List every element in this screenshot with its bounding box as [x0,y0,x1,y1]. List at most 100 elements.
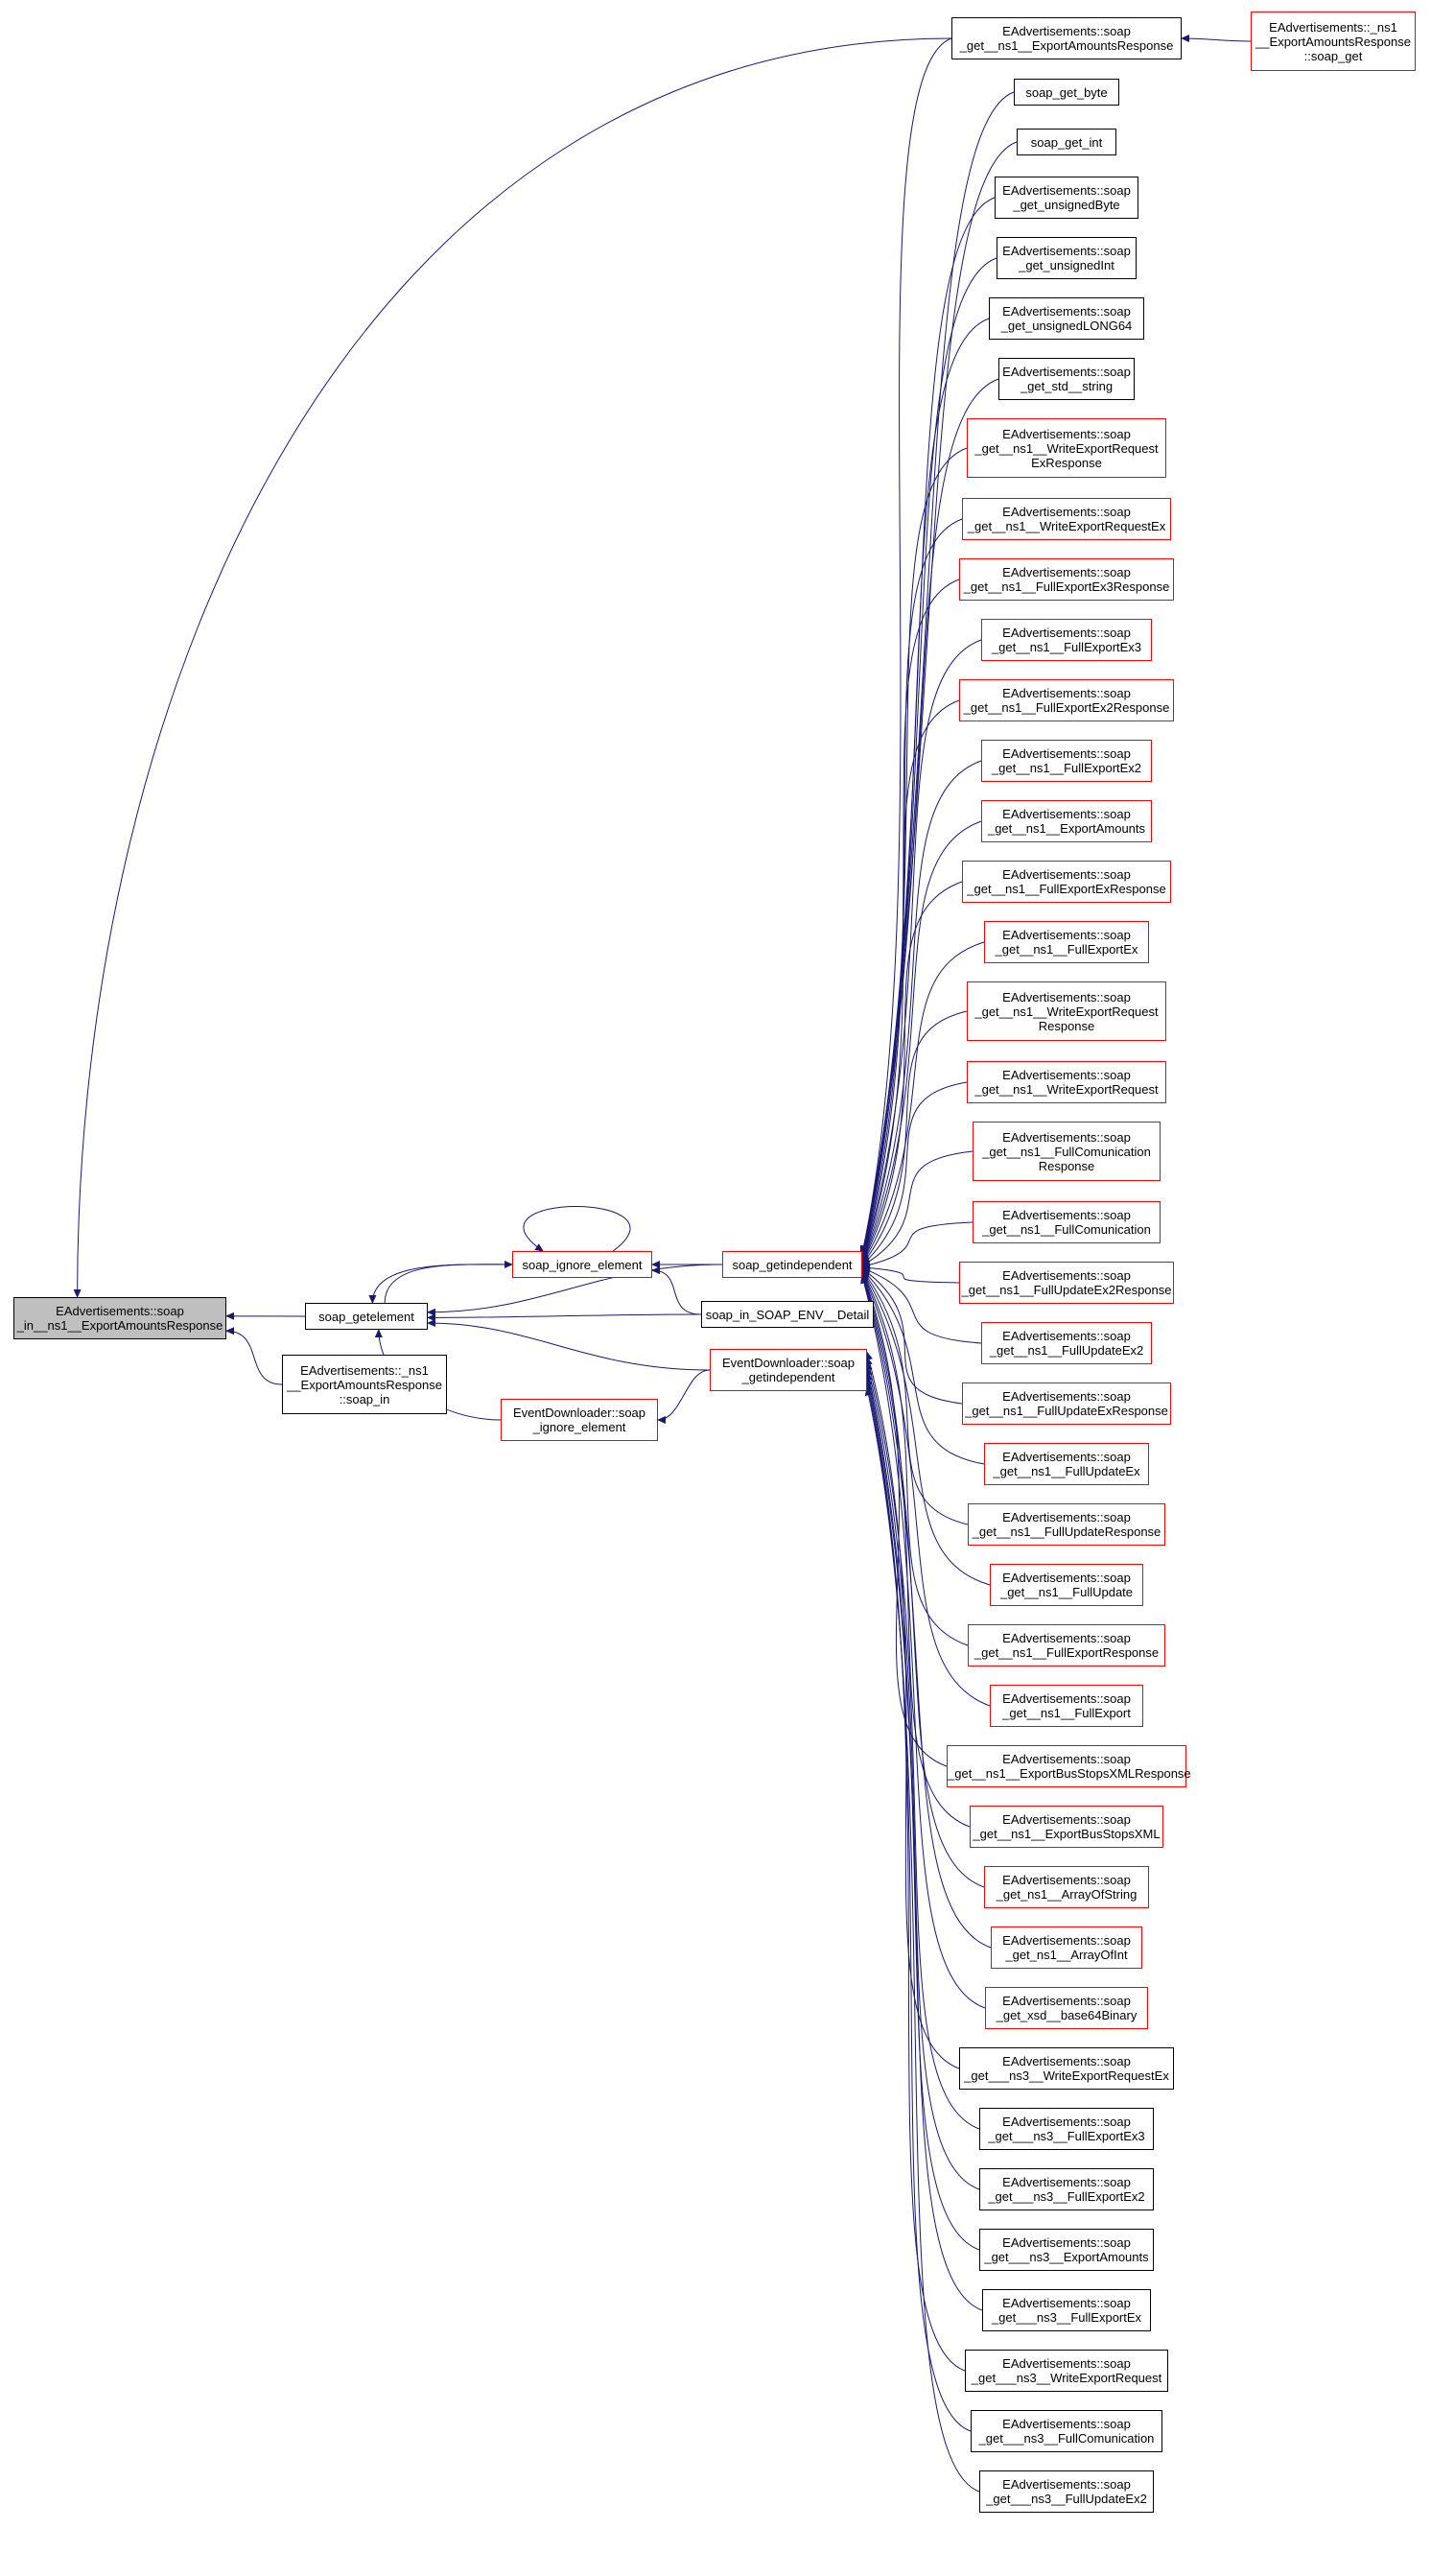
graph-node-label: EAdvertisements::soap _get__ns1__FullUpd… [999,1571,1134,1599]
graph-node-soap-get-int[interactable]: soap_get_int [1017,129,1116,155]
graph-node-get-ns3-fullupdateex2[interactable]: EAdvertisements::soap _get___ns3__FullUp… [979,2470,1154,2513]
graph-node-label: EAdvertisements::soap _get_unsignedByte [1002,183,1131,212]
graph-node-label: EAdvertisements::soap _get_xsd__base64Bi… [996,1994,1138,2022]
graph-node-get-ns1-fullupdate[interactable]: EAdvertisements::soap _get__ns1__FullUpd… [990,1564,1143,1606]
graph-node-get-ns1-exportamountsresponse[interactable]: EAdvertisements::soap _get__ns1__ExportA… [951,17,1182,59]
graph-node-label: EAdvertisements::soap _get__ns1__FullExp… [963,686,1170,715]
graph-node-get-ns1-writeexportrequestex[interactable]: EAdvertisements::soap _get__ns1__WriteEx… [962,498,1171,540]
graph-node-get-ns1-arrayofstring[interactable]: EAdvertisements::soap _get_ns1__ArrayOfS… [984,1866,1149,1908]
graph-node-label: EAdvertisements::soap _get__ns1__FullExp… [1002,1691,1131,1720]
graph-node-label: EAdvertisements::soap _get__ns1__WriteEx… [974,989,1159,1033]
call-edge-get-ns1-fullupdateex--soap-getindependent [861,1268,985,1465]
graph-node-get-ns1-fullupdateexresponse[interactable]: EAdvertisements::soap _get__ns1__FullUpd… [962,1383,1171,1425]
graph-node-get-ns1-fullupdateresponse[interactable]: EAdvertisements::soap _get__ns1__FullUpd… [968,1503,1165,1546]
graph-node-get-ns1-exportbusstopsxml[interactable]: EAdvertisements::soap _get__ns1__ExportB… [970,1806,1163,1848]
call-edge-get-unsignedint--soap-getindependent [859,257,997,1258]
graph-node-soap-getindependent[interactable]: soap_getindependent [722,1251,862,1278]
graph-node-get-ns3-fullexportex3[interactable]: EAdvertisements::soap _get___ns3__FullEx… [979,2108,1154,2150]
graph-node-get-std-string[interactable]: EAdvertisements::soap _get_std__string [998,358,1135,400]
call-edge-eventdownloader-soap-getindependent--soap-getelement [427,1319,711,1371]
graph-node-get-ns1-fullupdateex2[interactable]: EAdvertisements::soap _get__ns1__FullUpd… [981,1322,1152,1364]
graph-node-label: soap_getindependent [732,1257,853,1272]
call-edge-get-ns1-fullexportex2response--soap-getindependent [860,699,960,1263]
graph-node-label: EAdvertisements::soap _get__ns1__FullUpd… [961,1268,1172,1297]
graph-node-label: EAdvertisements::soap _get_std__string [1002,365,1131,393]
graph-node-get-ns1-fullexportex3[interactable]: EAdvertisements::soap _get__ns1__FullExp… [981,619,1152,661]
graph-node-exportamountsresponse-soap-in[interactable]: EAdvertisements::_ns1 __ExportAmountsRes… [282,1355,447,1414]
call-edge-get-ns3-fullexportex2--eventdownloader-soap-getindependent [864,1361,980,2190]
call-edge-get-ns1-fullupdate--soap-getindependent [861,1269,991,1586]
call-edge-soap-ignore-element--soap-ignore-element [523,1206,631,1252]
graph-node-soap-in-ns1-exportamountsresponse: EAdvertisements::soap _in__ns1__ExportAm… [13,1297,226,1339]
graph-node-label: EAdvertisements::soap _get__ns1__FullUpd… [993,1450,1140,1478]
graph-node-get-ns3-fullexportex[interactable]: EAdvertisements::soap _get___ns3__FullEx… [982,2289,1151,2331]
call-edge-get-ns3-fullupdateex2--eventdownloader-soap-getindependent [864,1386,980,2493]
graph-node-label: EAdvertisements::soap _get__ns1__FullExp… [991,626,1142,654]
graph-node-get-ns3-writeexportrequest[interactable]: EAdvertisements::soap _get___ns3__WriteE… [965,2350,1168,2392]
graph-node-get-ns1-arrayofint[interactable]: EAdvertisements::soap _get_ns1__ArrayOfI… [991,1926,1142,1969]
call-edge-get-ns1-fullexportex--soap-getindependent [861,941,985,1265]
graph-node-label: EAdvertisements::_ns1 __ExportAmountsRes… [1255,19,1411,63]
graph-node-get-ns1-writeexportrequestexresponse[interactable]: EAdvertisements::soap _get__ns1__WriteEx… [967,418,1166,478]
graph-node-get-ns1-writeexportrequest[interactable]: EAdvertisements::soap _get__ns1__WriteEx… [967,1061,1166,1103]
graph-node-get-ns1-fullcomunicationresponse[interactable]: EAdvertisements::soap _get__ns1__FullCom… [973,1122,1161,1181]
graph-node-eventdownloader-soap-getindependent[interactable]: EventDownloader::soap _getindependent [710,1349,867,1391]
graph-node-soap-get-byte[interactable]: soap_get_byte [1014,79,1119,106]
graph-node-get-ns1-fullcomunication[interactable]: EAdvertisements::soap _get__ns1__FullCom… [973,1201,1161,1243]
graph-node-get-ns1-fullexportex2[interactable]: EAdvertisements::soap _get__ns1__FullExp… [981,740,1152,782]
call-edge-get-ns1-fullexport--soap-getindependent [861,1271,991,1707]
graph-node-get-ns1-fullexport[interactable]: EAdvertisements::soap _get__ns1__FullExp… [990,1685,1143,1727]
call-edge-get-ns1-writeexportrequestresponse--soap-getindependent [861,1010,968,1265]
graph-node-get-ns1-fullexportex3response[interactable]: EAdvertisements::soap _get__ns1__FullExp… [959,558,1174,601]
graph-node-get-ns1-fullexportex[interactable]: EAdvertisements::soap _get__ns1__FullExp… [984,921,1149,963]
graph-node-get-ns1-fullupdateex2response[interactable]: EAdvertisements::soap _get__ns1__FullUpd… [959,1262,1174,1304]
call-edge-get-ns1-fullexportresponse--soap-getindependent [861,1270,969,1646]
graph-node-get-unsignedbyte[interactable]: EAdvertisements::soap _get_unsignedByte [995,177,1138,219]
graph-node-label: EAdvertisements::_ns1 __ExportAmountsRes… [287,1362,442,1406]
graph-node-get-ns1-exportamounts[interactable]: EAdvertisements::soap _get__ns1__ExportA… [981,800,1152,842]
graph-node-label: EAdvertisements::soap _get__ns1__FullExp… [991,746,1142,775]
call-edge-exportamountsresponse-soap-in--soap-in-ns1-exportamountsresponse [225,1327,283,1385]
graph-node-get-ns3-fullexportex2[interactable]: EAdvertisements::soap _get___ns3__FullEx… [979,2168,1154,2210]
graph-node-label: EAdvertisements::soap _get__ns1__FullCom… [982,1129,1151,1173]
call-edge-get-ns1-fullupdateex2response--soap-getindependent [861,1264,960,1284]
graph-node-label: EAdvertisements::soap _get__ns1__ExportA… [959,24,1174,53]
graph-node-get-ns3-exportamounts[interactable]: EAdvertisements::soap _get___ns3__Export… [979,2229,1154,2271]
graph-node-soap-in-soap-env-detail[interactable]: soap_in_SOAP_ENV__Detail [701,1301,874,1328]
graph-node-get-ns1-fullexportexresponse[interactable]: EAdvertisements::soap _get__ns1__FullExp… [962,861,1171,903]
graph-node-eventdownloader-soap-ignore-element[interactable]: EventDownloader::soap _ignore_element [501,1399,658,1441]
graph-node-label: EAdvertisements::soap _get__ns1__WriteEx… [974,426,1159,470]
graph-node-label: EAdvertisements::soap _get__ns1__ExportB… [973,1812,1161,1841]
call-edge-get-ns1-exportamountsresponse--soap-getindependent [859,37,952,1255]
graph-node-soap-getelement[interactable]: soap_getelement [305,1303,428,1330]
graph-node-get-xsd-base64binary[interactable]: EAdvertisements::soap _get_xsd__base64Bi… [985,1987,1148,2029]
graph-node-get-ns1-exportbusstopsxmlresponse[interactable]: EAdvertisements::soap _get__ns1__ExportB… [947,1745,1191,1787]
graph-node-soap-ignore-element[interactable]: soap_ignore_element [512,1251,652,1278]
call-edge-get-xsd-base64binary--soap-getindependent [860,1274,986,2009]
graph-node-label: EAdvertisements::soap _get___ns3__FullEx… [988,2115,1145,2143]
call-edge-get-ns1-writeexportrequest--soap-getindependent [861,1081,968,1266]
graph-node-get-ns1-fullexportresponse[interactable]: EAdvertisements::soap _get__ns1__FullExp… [968,1624,1165,1666]
graph-node-label: EAdvertisements::soap _in__ns1__ExportAm… [16,1304,223,1333]
graph-node-label: EAdvertisements::soap _get___ns3__FullEx… [988,2175,1145,2204]
call-edge-get-ns1-writeexportrequestexresponse--soap-getindependent [859,447,968,1260]
graph-node-get-unsignedint[interactable]: EAdvertisements::soap _get_unsignedInt [997,237,1137,279]
graph-node-get-ns3-fullcomunication[interactable]: EAdvertisements::soap _get___ns3__FullCo… [971,2410,1162,2452]
graph-node-get-ns1-writeexportrequestresponse[interactable]: EAdvertisements::soap _get__ns1__WriteEx… [967,981,1166,1041]
graph-node-label: EAdvertisements::soap _get_ns1__ArrayOfI… [1002,1933,1131,1962]
graph-node-exportamountsresponse-soap-get[interactable]: EAdvertisements::_ns1 __ExportAmountsRes… [1251,12,1416,71]
graph-node-get-ns3-writeexportrequestex[interactable]: EAdvertisements::soap _get___ns3__WriteE… [959,2047,1174,2090]
call-edge-eventdownloader-soap-getindependent--eventdownloader-soap-ignore-element [657,1369,711,1424]
call-edge-get-ns1-exportbusstopsxml--soap-getindependent [860,1272,971,1828]
graph-node-label: EAdvertisements::soap _get___ns3__WriteE… [964,2054,1169,2083]
call-edge-get-ns1-fullupdateresponse--soap-getindependent [861,1269,969,1525]
graph-node-label: EAdvertisements::soap _get___ns3__WriteE… [971,2356,1162,2385]
graph-node-label: EAdvertisements::soap _get__ns1__FullExp… [995,928,1138,957]
graph-node-get-ns1-fullexportex2response[interactable]: EAdvertisements::soap _get__ns1__FullExp… [959,679,1174,721]
graph-node-get-unsignedlong64[interactable]: EAdvertisements::soap _get_unsignedLONG6… [989,297,1144,340]
graph-node-label: EventDownloader::soap _ignore_element [512,1406,646,1434]
graph-node-label: EAdvertisements::soap _get__ns1__ExportA… [987,807,1146,836]
graph-node-get-ns1-fullupdateex[interactable]: EAdvertisements::soap _get__ns1__FullUpd… [984,1443,1149,1485]
call-edge-get-ns3-writeexportrequestex--eventdownloader-soap-getindependent [865,1351,960,2069]
